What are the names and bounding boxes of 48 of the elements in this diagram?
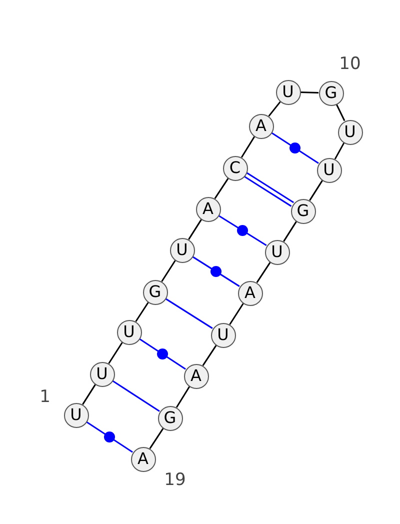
nucleotide-node: G <box>158 406 182 430</box>
position-number: 1 <box>40 387 50 407</box>
nucleotide-node: G <box>318 80 344 106</box>
backbone-line <box>283 221 297 242</box>
nucleotide-node: G <box>142 280 168 304</box>
position-number: 10 <box>339 54 361 74</box>
nucleotide-node: U <box>90 362 114 386</box>
backbone-line <box>135 302 149 322</box>
backbone-line <box>108 342 123 364</box>
nucleotide-node: U <box>64 402 88 428</box>
nucleotide-node: A <box>184 364 208 388</box>
nucleotide-node: U <box>210 322 236 348</box>
backbone-line <box>82 384 96 405</box>
backbone-line <box>214 178 229 199</box>
nucleotide-node: U <box>316 158 342 182</box>
backbone-line <box>309 180 323 201</box>
nucleotide-node: G <box>290 198 316 224</box>
nucleotide-node: U <box>170 238 194 262</box>
backbone-line <box>336 104 346 122</box>
position-number: 19 <box>164 470 186 490</box>
nucleotide-node: U <box>338 120 362 144</box>
base-pair-line <box>165 298 213 329</box>
base-pair-line <box>139 338 186 370</box>
backbone-line <box>176 386 190 408</box>
base-pair-line <box>218 214 267 246</box>
nucleotide-node: A <box>130 446 156 472</box>
backbone-line <box>334 142 345 160</box>
base-pair-line <box>112 380 160 412</box>
base-pair-line <box>192 256 240 287</box>
base-pair-line <box>244 172 294 207</box>
backbone-line <box>161 260 176 282</box>
backbone-line <box>240 136 256 158</box>
backbone-line <box>300 92 319 94</box>
backbone-line <box>149 428 164 449</box>
nucleotide-node: A <box>248 114 274 138</box>
backbone-line <box>268 101 281 117</box>
nucleotide-node: U <box>276 80 300 104</box>
backbone-line <box>229 303 244 325</box>
nucleotide-node: A <box>196 196 220 222</box>
nucleotide-node: C <box>222 156 248 180</box>
backbone-line <box>188 219 202 240</box>
backbone-line <box>256 262 271 283</box>
base-pair-line <box>271 132 319 164</box>
base-pair-line <box>86 421 133 453</box>
nucleotide-node: U <box>264 240 290 264</box>
nucleotide-node: A <box>238 280 262 306</box>
backbone-line <box>202 345 217 366</box>
nucleotide-node: U <box>116 320 142 344</box>
